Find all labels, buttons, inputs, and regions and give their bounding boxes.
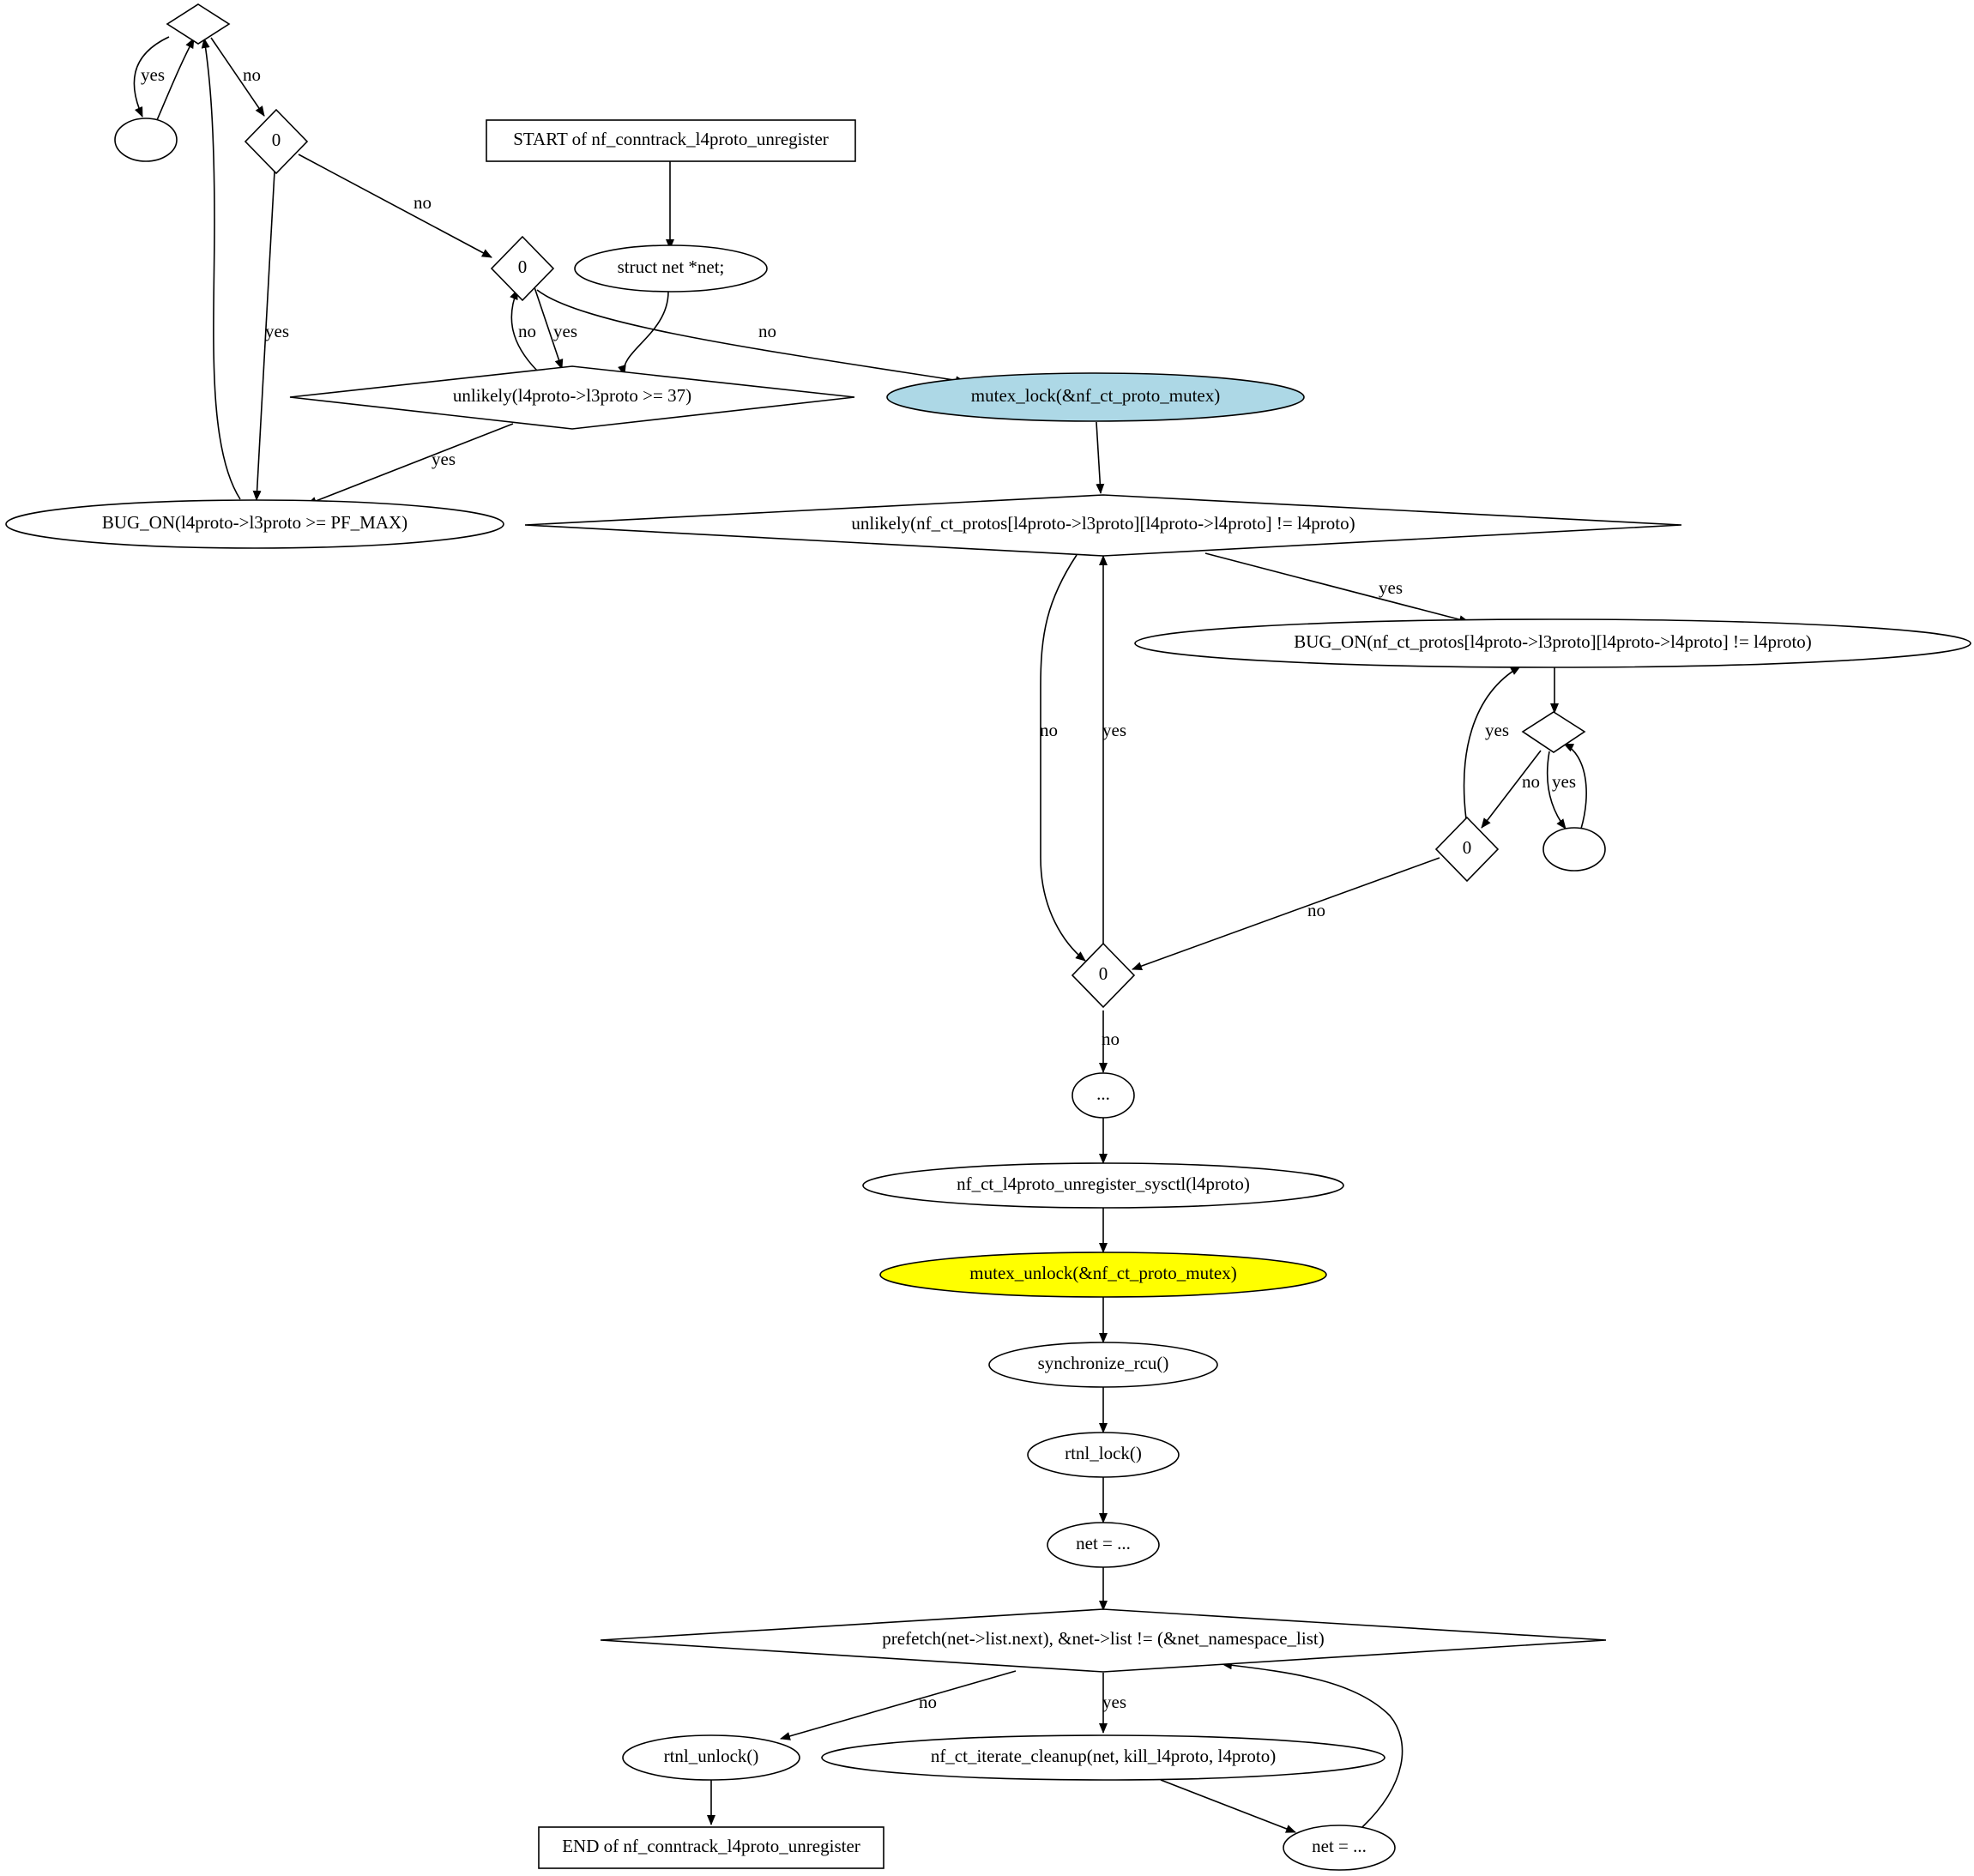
edge-label-no: no bbox=[1307, 900, 1325, 920]
edge-label-yes: yes bbox=[553, 321, 577, 341]
edge-zero-d-to-bug-on-protos bbox=[1463, 666, 1521, 820]
svg-text:unlikely(l4proto->l3proto >= 3: unlikely(l4proto->l3proto >= 37) bbox=[453, 385, 691, 406]
svg-text:mutex_unlock(&nf_ct_proto_mute: mutex_unlock(&nf_ct_proto_mutex) bbox=[969, 1263, 1236, 1283]
node-prefetch: prefetch(net->list.next), &net->list != … bbox=[600, 1608, 1607, 1673]
node-right-loop-ellipse bbox=[1542, 827, 1606, 872]
node-mutex-lock: mutex_lock(&nf_ct_proto_mutex) bbox=[886, 372, 1305, 422]
node-synchronize-rcu: synchronize_rcu() bbox=[988, 1342, 1218, 1388]
edge-label-no: no bbox=[518, 321, 536, 341]
node-zero-c: 0 bbox=[1071, 942, 1136, 1009]
node-end: END of nf_conntrack_l4proto_unregister bbox=[538, 1826, 884, 1869]
node-net-assign-1: net = ... bbox=[1047, 1522, 1160, 1568]
svg-text:mutex_lock(&nf_ct_proto_mutex): mutex_lock(&nf_ct_proto_mutex) bbox=[971, 385, 1220, 406]
edge-zero-a-to-bug-on-pfmax bbox=[252, 171, 275, 501]
node-bug-on-protos: BUG_ON(nf_ct_protos[l4proto->l3proto][l4… bbox=[1134, 618, 1971, 668]
node-ellipsis: ... bbox=[1072, 1072, 1135, 1119]
svg-text:rtnl_unlock(): rtnl_unlock() bbox=[664, 1746, 759, 1766]
edge-label-yes: yes bbox=[1379, 577, 1403, 598]
edge-zero-b-to-mutex-lock bbox=[536, 289, 966, 385]
edge-zero-b-to-unlikely-l3 bbox=[534, 287, 564, 370]
svg-text:END of nf_conntrack_l4proto_un: END of nf_conntrack_l4proto_unregister bbox=[562, 1836, 860, 1856]
edge-labels: yes no no yes no yes no yes yes no yes y… bbox=[141, 64, 1576, 1712]
node-top-loop-ellipse bbox=[114, 118, 178, 162]
edge-loop-ellipse-to-right-diamond bbox=[1563, 743, 1587, 829]
svg-text:...: ... bbox=[1096, 1083, 1110, 1104]
node-start: START of nf_conntrack_l4proto_unregister bbox=[486, 119, 856, 162]
edge-unlikely-l3-to-zero-b bbox=[510, 289, 538, 371]
node-right-diamond bbox=[1521, 711, 1586, 753]
node-top-diamond bbox=[166, 3, 231, 45]
svg-text:nf_ct_iterate_cleanup(net, kil: nf_ct_iterate_cleanup(net, kill_l4proto,… bbox=[931, 1746, 1276, 1766]
edge-label-no: no bbox=[1102, 1028, 1120, 1049]
edge-zero-d-to-zero-c bbox=[1132, 857, 1440, 970]
svg-text:rtnl_lock(): rtnl_lock() bbox=[1065, 1443, 1142, 1463]
edge-label-yes: yes bbox=[1102, 720, 1126, 740]
edge-top-diamond-to-loop-ellipse bbox=[133, 36, 170, 118]
edge-unlikely-protos-to-bug-on-protos bbox=[1204, 552, 1470, 624]
edge-label-yes: yes bbox=[265, 321, 289, 341]
edge-mutex-lock-to-unlikely-protos bbox=[1096, 421, 1105, 494]
node-zero-b: 0 bbox=[490, 235, 555, 302]
edge-bug-on-pfmax-to-top-diamond bbox=[201, 38, 241, 500]
edge-label-no: no bbox=[414, 192, 432, 213]
node-struct-net: struct net *net; bbox=[574, 244, 768, 293]
edge-label-no: no bbox=[243, 64, 261, 85]
svg-text:nf_ct_l4proto_unregister_sysct: nf_ct_l4proto_unregister_sysctl(l4proto) bbox=[957, 1173, 1250, 1194]
svg-text:net = ...: net = ... bbox=[1312, 1836, 1367, 1856]
svg-text:0: 0 bbox=[518, 256, 528, 277]
node-unlikely-protos: unlikely(nf_ct_protos[l4proto->l3proto][… bbox=[524, 494, 1682, 557]
edge-zero-a-to-zero-b bbox=[298, 154, 492, 258]
svg-text:unlikely(nf_ct_protos[l4proto-: unlikely(nf_ct_protos[l4proto->l3proto][… bbox=[851, 513, 1355, 534]
edge-label-yes: yes bbox=[141, 64, 165, 85]
svg-text:prefetch(net->list.next), &net: prefetch(net->list.next), &net->list != … bbox=[882, 1628, 1324, 1649]
edge-unlikely-l3-to-bug-on-pfmax bbox=[306, 423, 514, 505]
node-unregister-sysctl: nf_ct_l4proto_unregister_sysctl(l4proto) bbox=[862, 1162, 1344, 1209]
node-unlikely-l3: unlikely(l4proto->l3proto >= 37) bbox=[289, 365, 855, 430]
edge-label-no: no bbox=[1040, 720, 1058, 740]
svg-text:START of nf_conntrack_l4proto_: START of nf_conntrack_l4proto_unregister bbox=[513, 129, 829, 149]
svg-text:0: 0 bbox=[1463, 837, 1472, 858]
svg-text:net = ...: net = ... bbox=[1076, 1533, 1131, 1553]
edges bbox=[133, 36, 1587, 1833]
edge-right-diamond-to-zero-d bbox=[1481, 750, 1542, 829]
node-rtnl-unlock: rtnl_unlock() bbox=[622, 1734, 800, 1781]
svg-text:BUG_ON(nf_ct_protos[l4proto->l: BUG_ON(nf_ct_protos[l4proto->l3proto][l4… bbox=[1294, 631, 1812, 652]
edge-loop-ellipse-to-top-diamond bbox=[156, 38, 195, 121]
edge-label-no: no bbox=[758, 321, 776, 341]
edge-net-assign-2-to-prefetch bbox=[1222, 1661, 1404, 1828]
node-zero-d: 0 bbox=[1434, 816, 1500, 883]
edge-label-yes: yes bbox=[1552, 771, 1576, 792]
edge-label-no: no bbox=[1522, 771, 1540, 792]
edge-label-no: no bbox=[919, 1692, 937, 1712]
svg-text:0: 0 bbox=[1099, 963, 1108, 984]
node-iterate-cleanup: nf_ct_iterate_cleanup(net, kill_l4proto,… bbox=[821, 1734, 1385, 1781]
svg-text:0: 0 bbox=[272, 130, 281, 150]
edge-right-diamond-to-loop-ellipse bbox=[1546, 751, 1567, 829]
edge-label-yes: yes bbox=[1102, 1692, 1126, 1712]
edge-top-diamond-to-zero-a bbox=[210, 37, 265, 117]
node-net-assign-2: net = ... bbox=[1283, 1825, 1396, 1871]
edge-struct-net-to-unlikely-l3 bbox=[618, 291, 669, 376]
node-mutex-unlock: mutex_unlock(&nf_ct_proto_mutex) bbox=[879, 1252, 1327, 1298]
nodes: 0 START of nf_conntrack_l4proto_unregist… bbox=[5, 3, 1971, 1871]
edge-label-yes: yes bbox=[1485, 720, 1509, 740]
edge-prefetch-to-rtnl-unlock bbox=[780, 1670, 1017, 1740]
edge-unlikely-protos-to-zero-c bbox=[1040, 554, 1086, 962]
svg-text:struct net *net;: struct net *net; bbox=[618, 256, 725, 277]
svg-text:BUG_ON(l4proto->l3proto >= PF_: BUG_ON(l4proto->l3proto >= PF_MAX) bbox=[102, 512, 407, 533]
node-rtnl-lock: rtnl_lock() bbox=[1027, 1432, 1180, 1478]
edge-iterate-cleanup-to-net-assign-2 bbox=[1160, 1779, 1296, 1833]
svg-text:synchronize_rcu(): synchronize_rcu() bbox=[1038, 1353, 1169, 1373]
node-zero-a: 0 bbox=[244, 108, 309, 175]
edge-label-yes: yes bbox=[432, 449, 456, 469]
node-bug-on-pfmax: BUG_ON(l4proto->l3proto >= PF_MAX) bbox=[5, 499, 504, 549]
